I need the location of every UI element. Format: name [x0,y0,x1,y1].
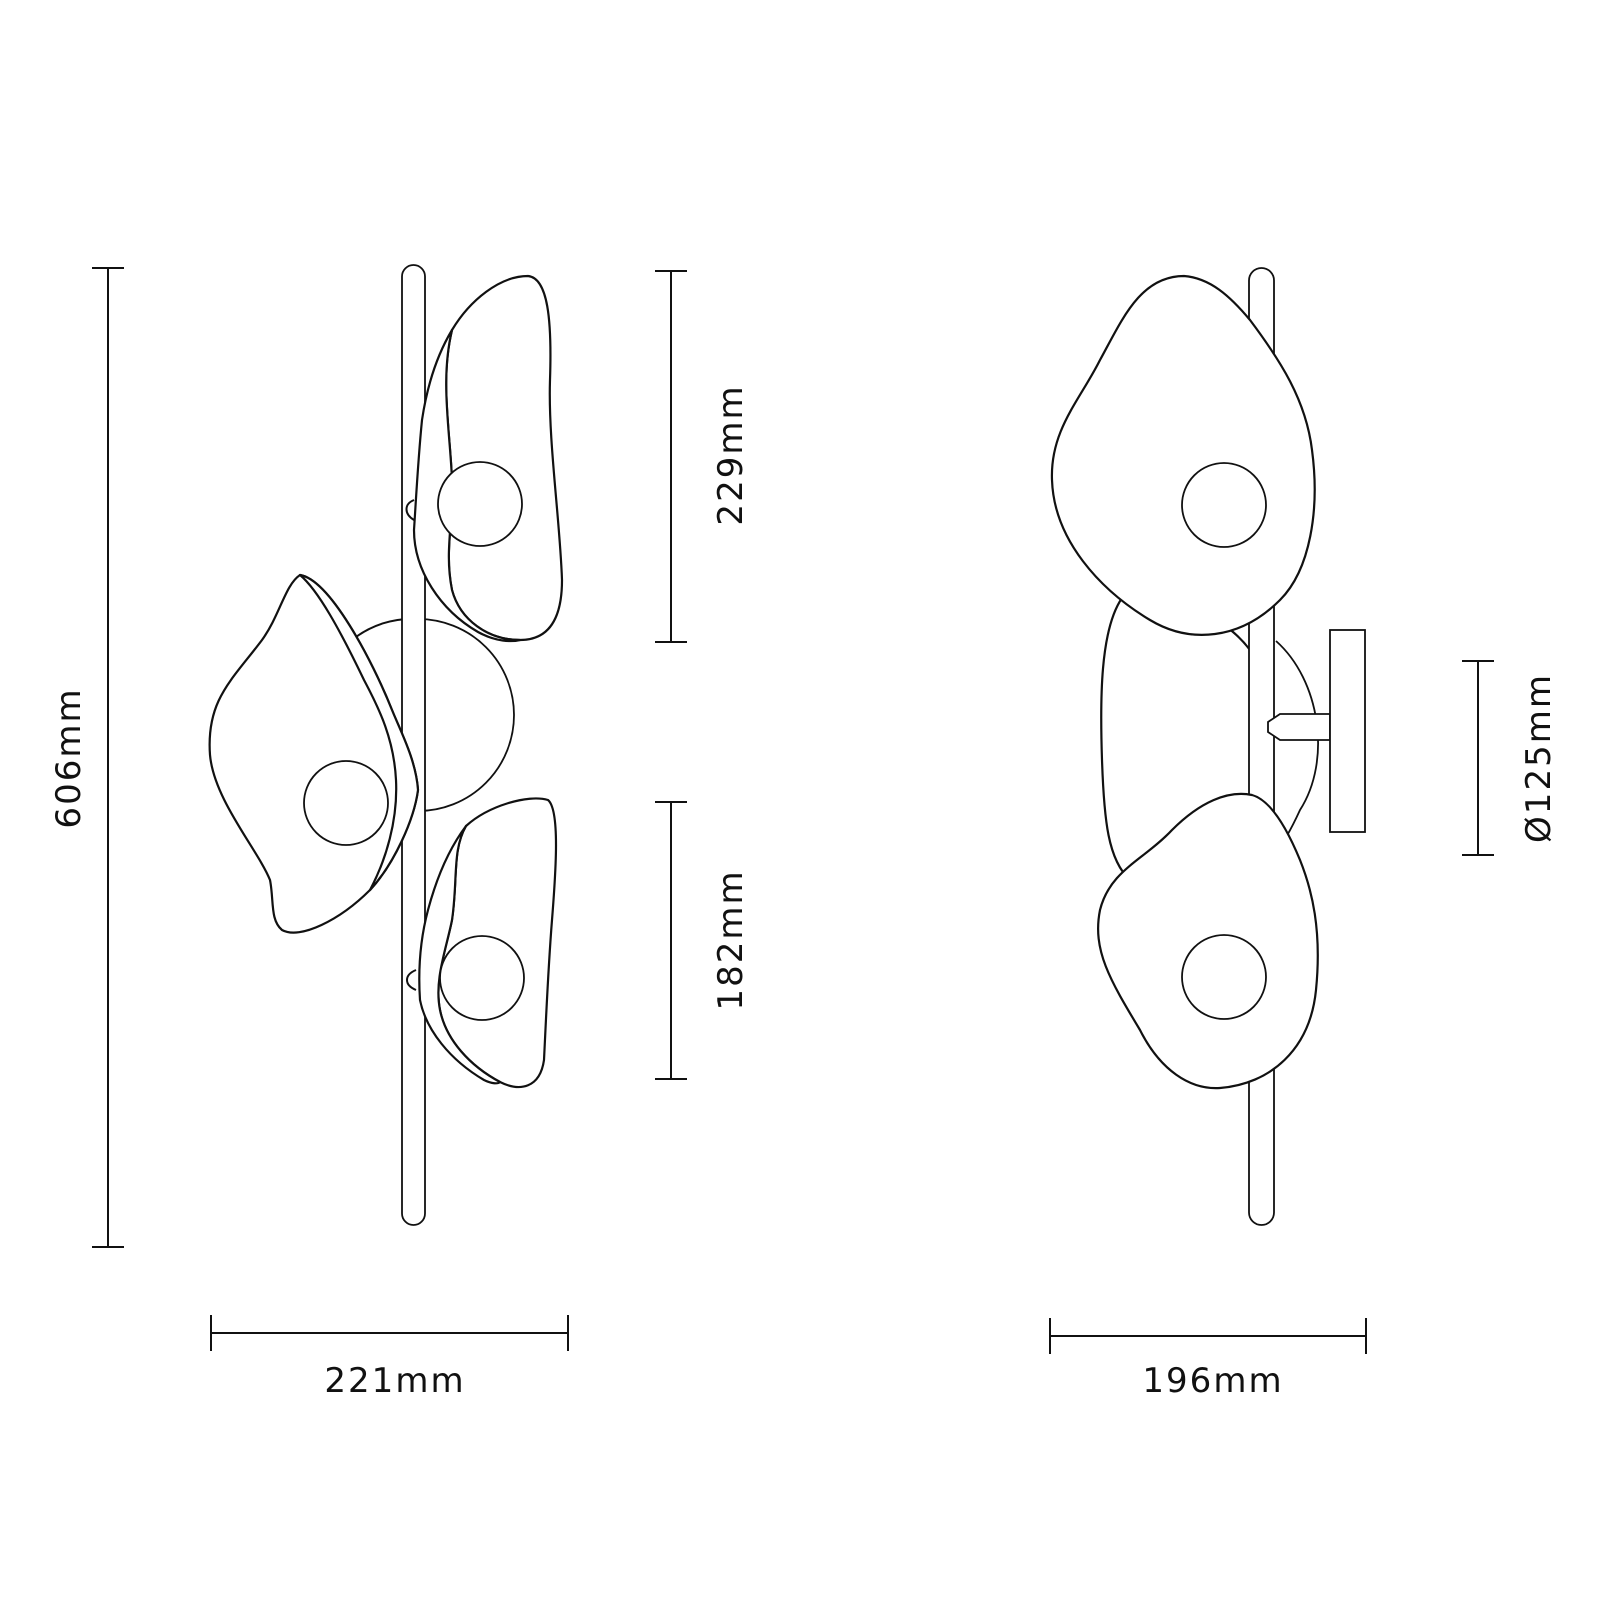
upper-shade-height-label: 229mm [711,384,751,525]
side-upper-bulb [1181,462,1267,548]
side-width-label: 196mm [1142,1361,1283,1401]
front-view [208,264,564,1226]
front-lower-shade [406,797,558,1089]
front-lower-bulb [439,935,525,1021]
side-wall-plate [1329,629,1366,833]
dimension-lines [92,267,1494,1354]
front-width-label: 221mm [324,1361,465,1401]
front-upper-shade [405,274,564,643]
front-left-bulb [303,760,389,846]
dim-lower-shade-height [655,801,687,1080]
side-arm [1267,713,1331,741]
dim-canopy-diameter [1462,660,1494,856]
front-canopy-disc [417,618,515,812]
side-upper-shade [1050,274,1316,636]
side-lower-shade [1097,792,1319,1090]
dim-upper-shade-height [655,270,687,643]
dim-side-width [1049,1318,1367,1354]
canopy-diameter-label: Ø125mm [1519,673,1559,843]
dim-front-width [210,1315,569,1351]
front-height-label: 606mm [49,687,89,828]
side-lower-bulb [1181,934,1267,1020]
dim-front-height [92,267,124,1248]
lower-shade-height-label: 182mm [711,869,751,1010]
side-view [1050,267,1366,1226]
front-left-shade [208,573,420,934]
front-upper-bulb [437,461,523,547]
